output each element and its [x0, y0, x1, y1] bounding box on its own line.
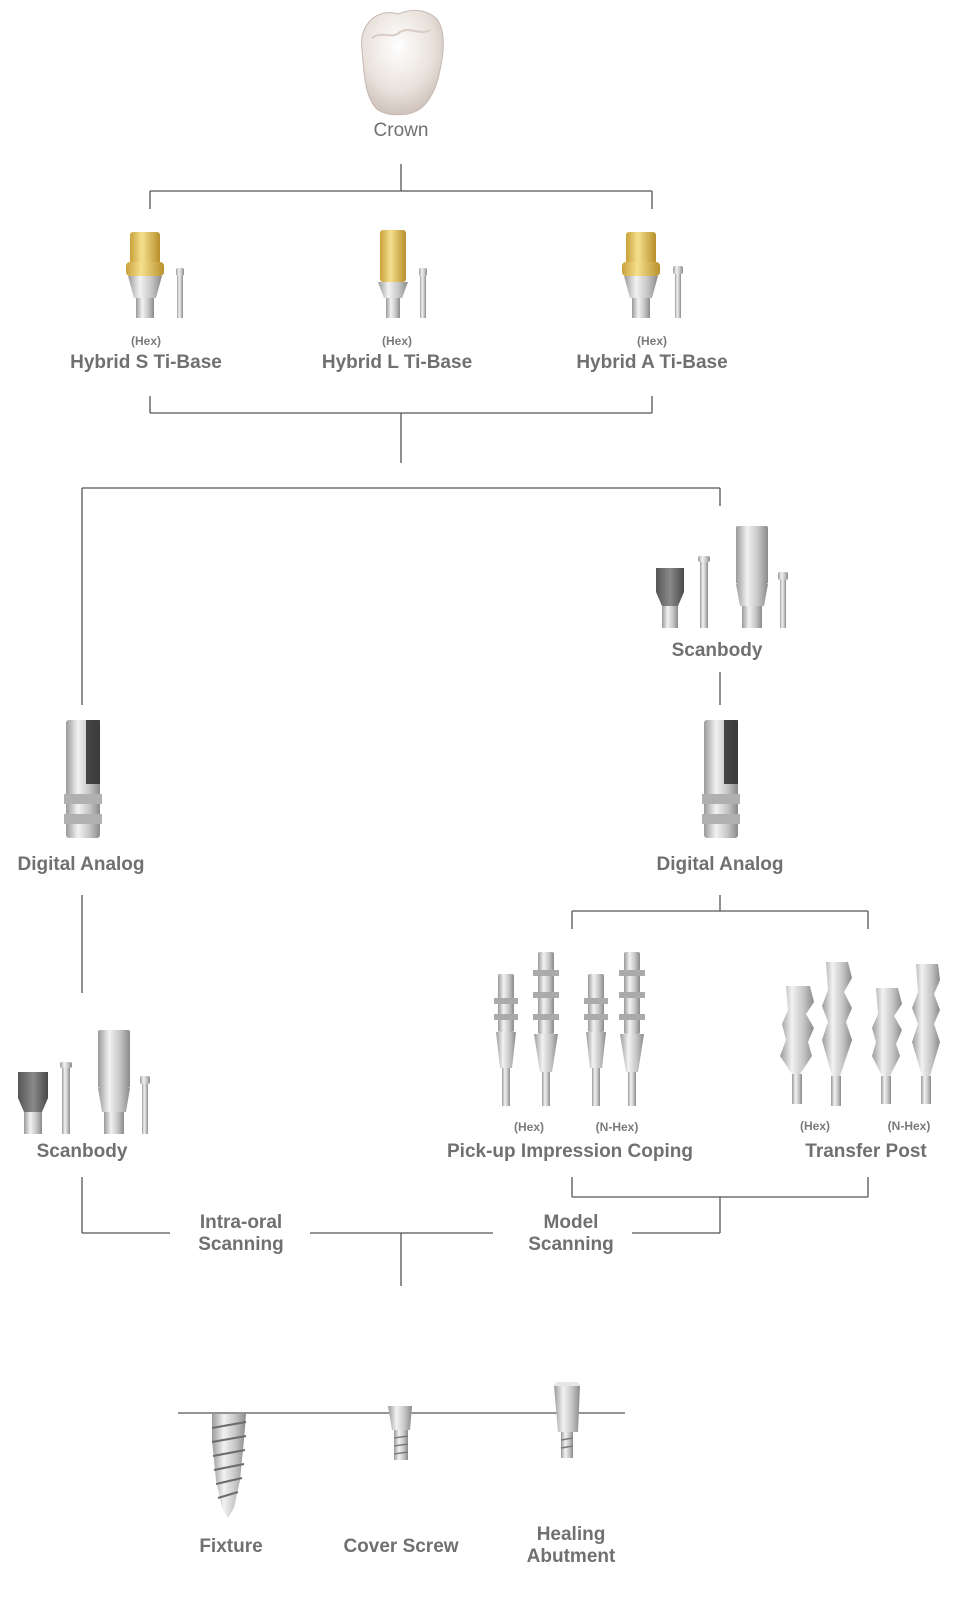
pickup-nhex-qualifier: (N-Hex) [595, 1120, 639, 1134]
healing-line1: Healing [536, 1524, 606, 1545]
hybrid-a-ti-base-icon [622, 232, 683, 318]
hybrid-l-ti-base-icon [378, 230, 427, 318]
digital-analog-left-label: Digital Analog [17, 854, 145, 875]
fixture-label: Fixture [199, 1536, 263, 1557]
cover-screw-label: Cover Screw [343, 1536, 459, 1557]
crown-icon [361, 9, 444, 116]
transfer-nhex-qualifier: (N-Hex) [887, 1119, 931, 1133]
fixture-icon [211, 1414, 247, 1518]
intra-oral-line2: Scanning [198, 1233, 284, 1255]
hybrid-l-qualifier: (Hex) [381, 334, 413, 348]
transfer-post-label: Transfer Post [805, 1141, 927, 1162]
pickup-impression-coping-label: Pick-up Impression Coping [447, 1141, 693, 1162]
intra-oral-scanning-label: Intra-oral Scanning [198, 1212, 284, 1256]
hybrid-s-label: Hybrid S Ti-Base [70, 352, 222, 373]
pickup-impression-coping-icon [494, 952, 645, 1106]
healing-abutment-icon [554, 1382, 580, 1458]
scanbody-left-label: Scanbody [36, 1141, 128, 1162]
hybrid-a-label: Hybrid A Ti-Base [576, 352, 728, 373]
scanbody-right-icon [656, 526, 788, 628]
cover-screw-icon [388, 1406, 412, 1460]
digital-analog-right-label: Digital Analog [656, 854, 784, 875]
crown-label: Crown [373, 120, 429, 141]
healing-line2: Abutment [526, 1545, 616, 1567]
model-line1: Model [543, 1212, 599, 1233]
scanbody-right-label: Scanbody [671, 640, 763, 661]
healing-abutment-label: Healing Abutment [527, 1524, 616, 1568]
hybrid-s-qualifier: (Hex) [130, 334, 162, 348]
digital-analog-left-icon [64, 720, 102, 838]
digital-analog-right-icon [702, 720, 740, 838]
transfer-post-icon [780, 962, 940, 1106]
model-line2: Scanning [528, 1233, 614, 1255]
model-scanning-label: Model Scanning [528, 1212, 614, 1256]
hybrid-a-qualifier: (Hex) [636, 334, 668, 348]
pickup-hex-qualifier: (Hex) [513, 1120, 545, 1134]
transfer-hex-qualifier: (Hex) [799, 1119, 831, 1133]
scanbody-left-icon [18, 1030, 150, 1134]
hybrid-s-ti-base-icon [126, 232, 184, 318]
intra-oral-line1: Intra-oral [199, 1212, 283, 1233]
hybrid-l-label: Hybrid L Ti-Base [321, 352, 473, 373]
